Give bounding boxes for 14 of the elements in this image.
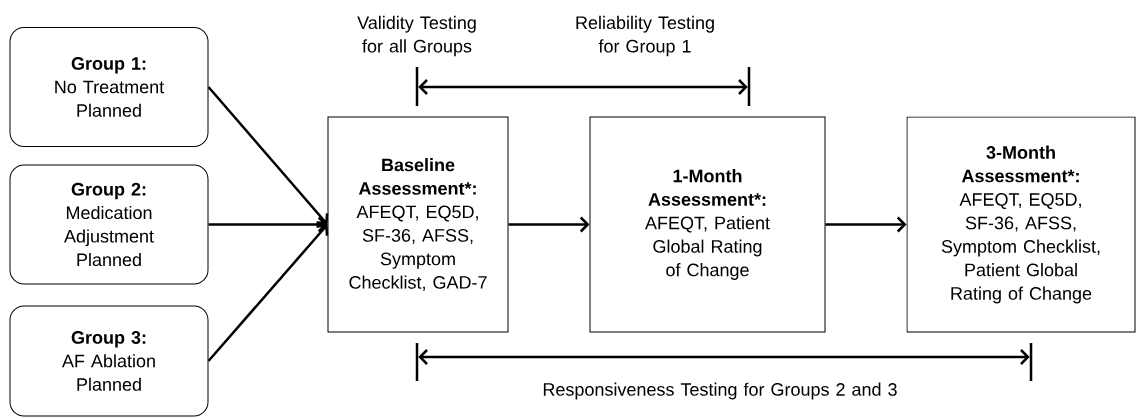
arrow (508, 216, 590, 233)
assessment-box: 1-Month Assessment*: AFEQT, Patient Global Rating of Change (589, 116, 826, 333)
arrow (207, 86, 329, 225)
assessment-box: Baseline Assessment*: AFEQT, EQ5D, SF-36, AFSS, Symptom Checklist, GAD-7 (327, 116, 509, 333)
group-box: Group 1: No Treatment Planned (9, 27, 209, 147)
group-box: Group 3: AF Ablation Planned (9, 305, 209, 417)
assessment-box: 3-Month Assessment*: AFEQT, EQ5D, SF-36, AFSS, Symptom Checklist, Patient Global Rating of Change (906, 116, 1136, 333)
annotation-text: Responsiveness Testing for Groups 2 and 3 (543, 382, 897, 400)
arrow (825, 216, 907, 233)
annotation-text: Validity Testing for all Groups (357, 15, 476, 57)
arrow (207, 224, 329, 362)
annotation-text: Reliability Testing for Group 1 (576, 15, 714, 57)
arrow (208, 216, 328, 233)
group-box: Group 2: Medication Adjustment Planned (9, 164, 209, 285)
